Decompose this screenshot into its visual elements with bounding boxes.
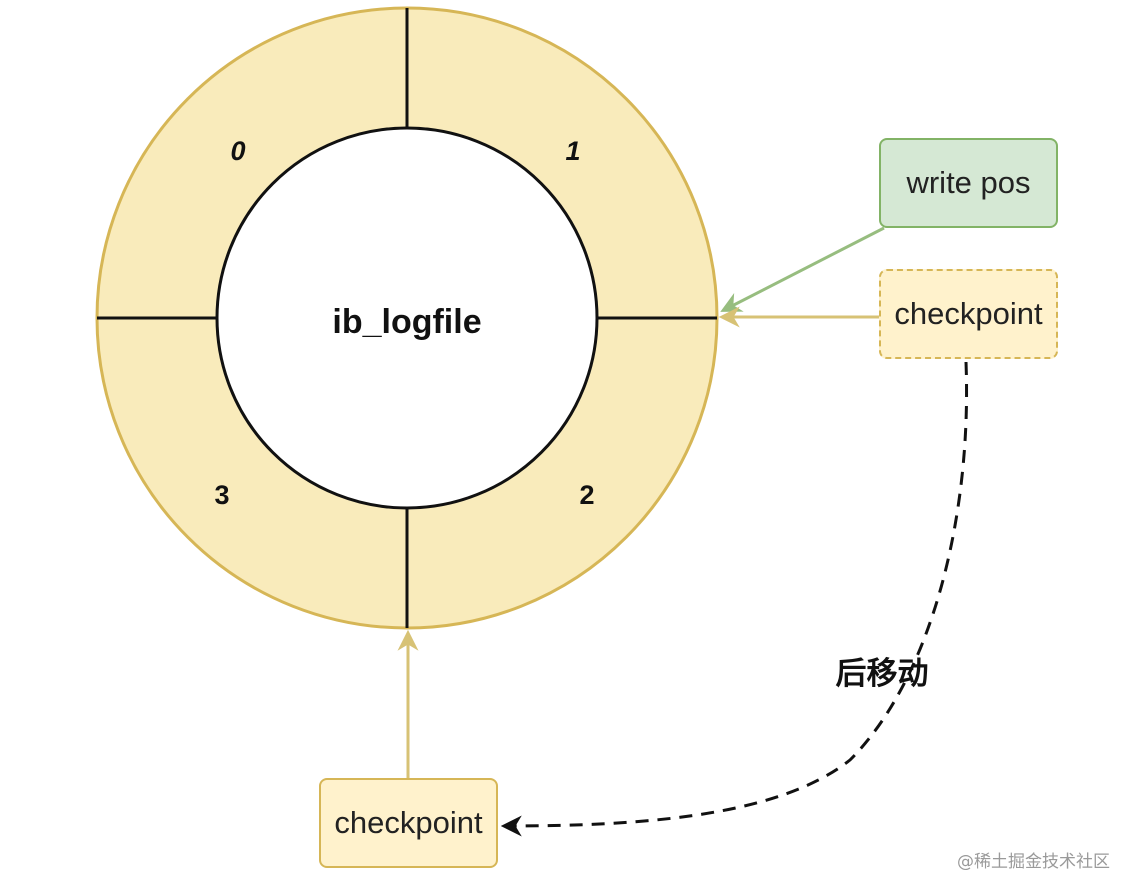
segment-label-0: 0 — [230, 136, 245, 166]
segment-label-2: 2 — [579, 480, 594, 510]
move-label: 后移动 — [836, 656, 929, 692]
segment-label-3: 3 — [214, 480, 229, 510]
write-pos-arrow — [720, 226, 885, 312]
checkpoint-current-box: checkpoint — [879, 269, 1058, 359]
center-label: ib_logfile — [332, 303, 481, 341]
inner-circle — [215, 126, 599, 510]
segment-label-1: 1 — [565, 136, 580, 166]
checkpoint-current-label: checkpoint — [894, 296, 1043, 331]
write-pos-label: write pos — [906, 165, 1031, 200]
watermark: @稀土掘金技术社区 — [957, 852, 1110, 872]
write-pos-box: write pos — [879, 138, 1058, 228]
move-arrow — [500, 361, 969, 837]
checkpoint-after-label: checkpoint — [334, 805, 483, 840]
checkpoint-after-box: checkpoint — [319, 778, 498, 868]
